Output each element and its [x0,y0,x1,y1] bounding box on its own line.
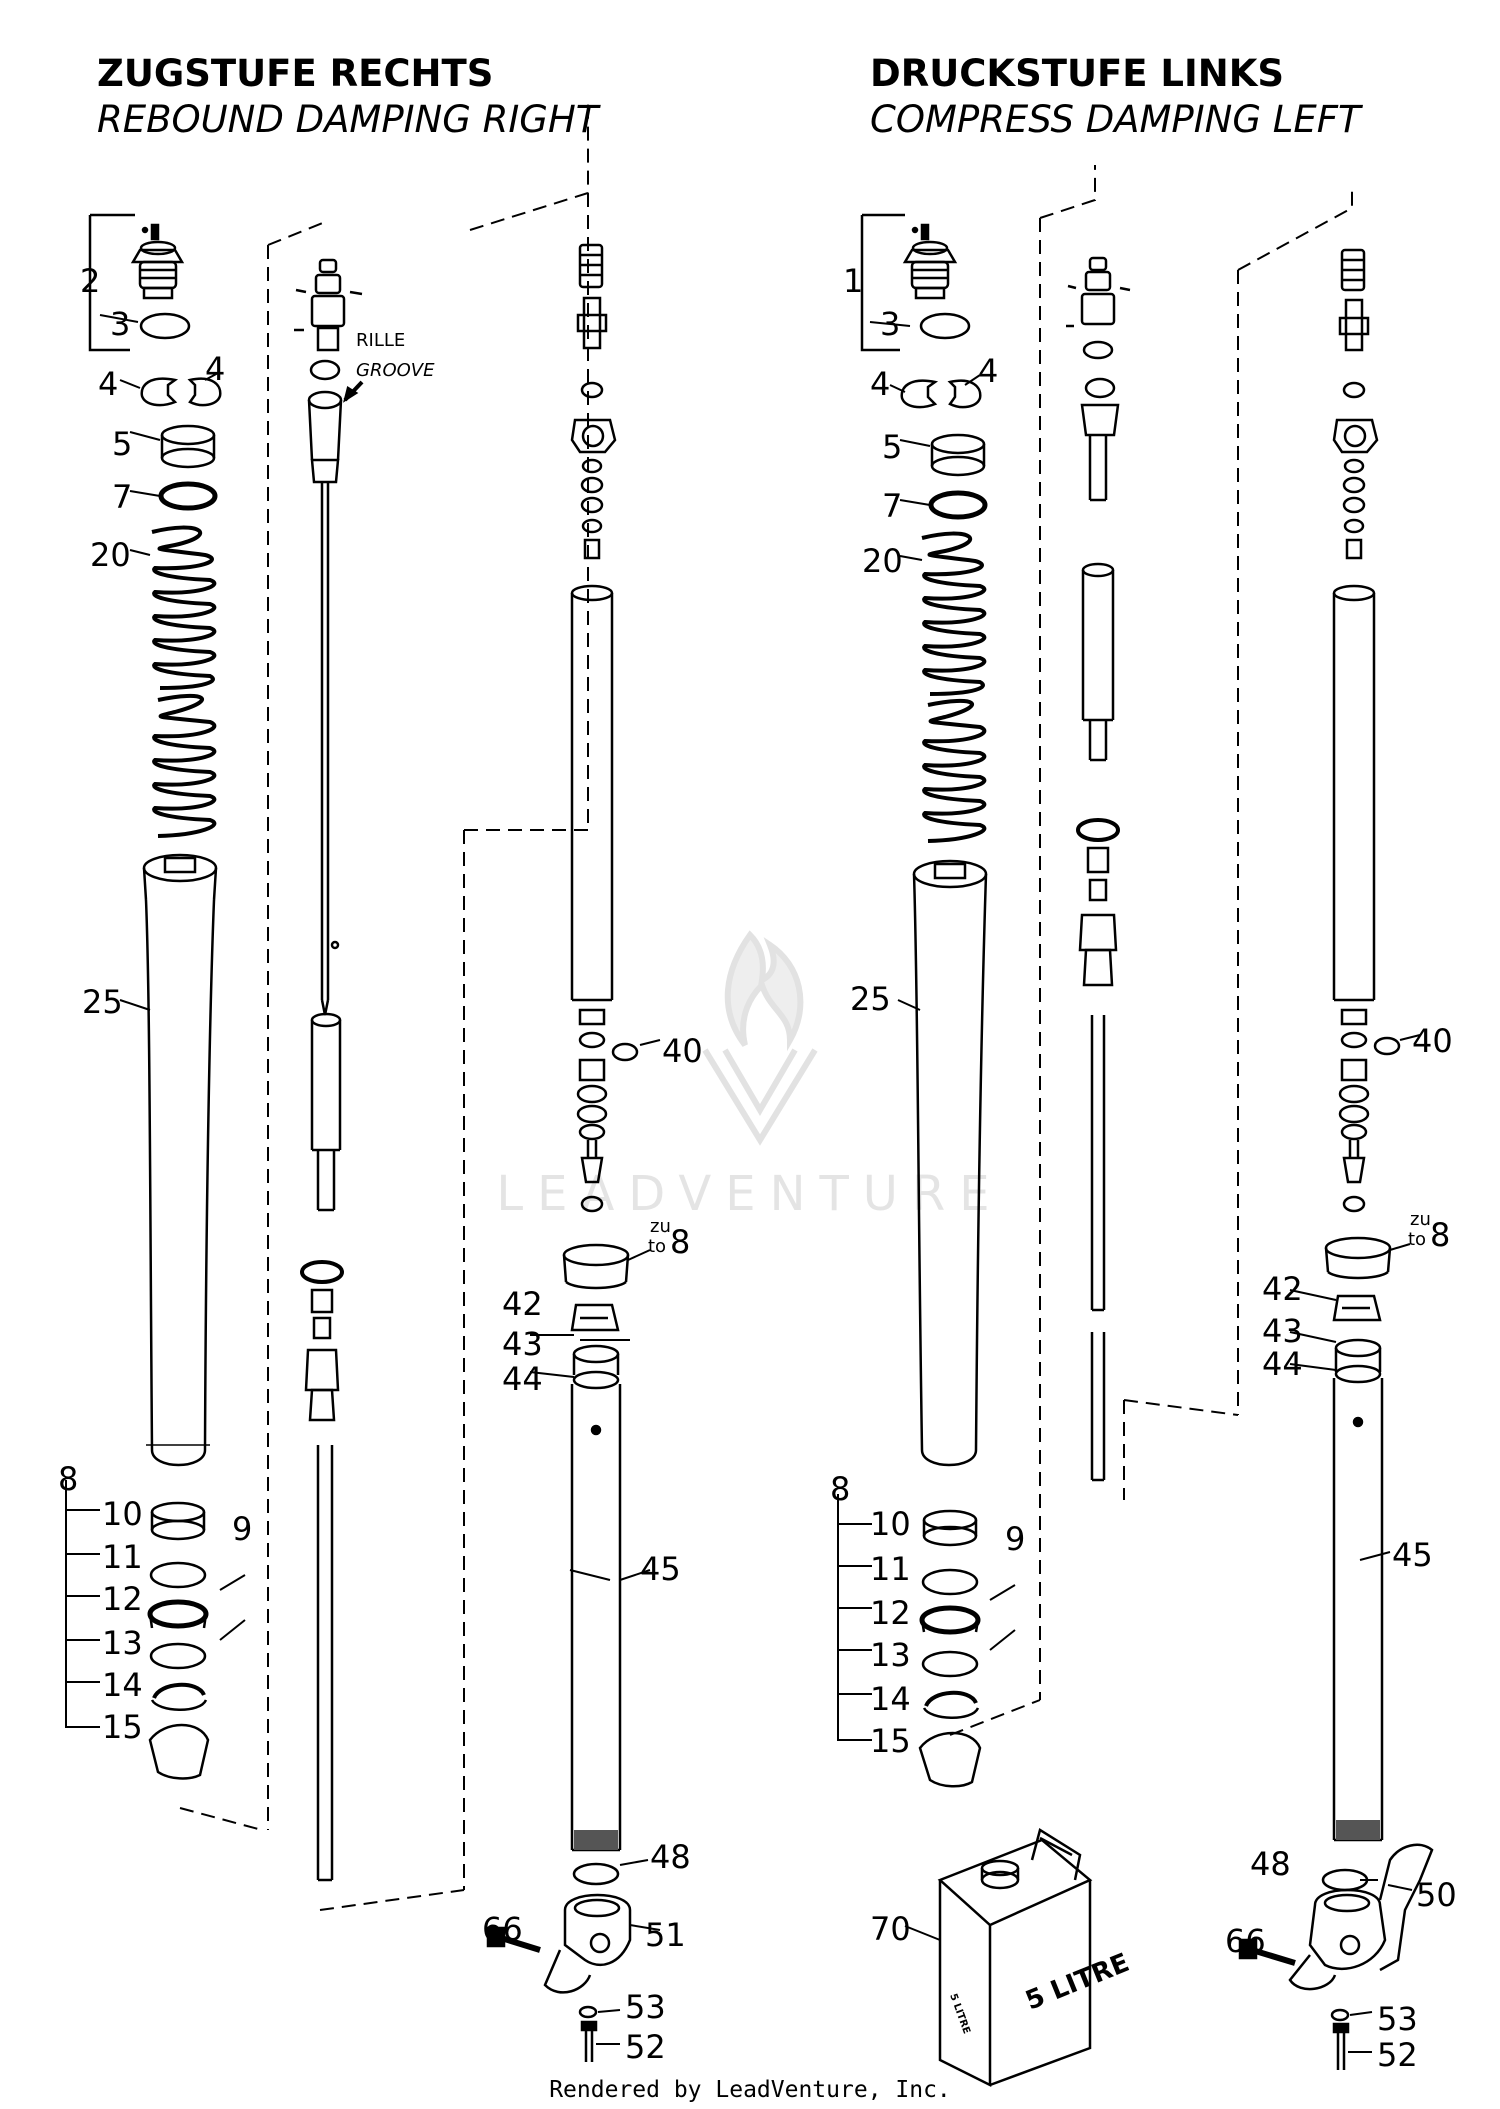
part-label-left-11: 11 [102,1538,143,1576]
part-label-right-53: 53 [1377,2000,1418,2038]
part-label-right-4: 4 [870,365,890,403]
part-label-right-40: 40 [1412,1022,1453,1060]
watermark-logo [702,930,818,1146]
fork-spring-lower [152,693,217,838]
part-label-left-9: 9 [232,1510,252,1548]
part-label-right-7: 7 [882,487,902,525]
watermark-text: LEADVENTURE [496,1166,1003,1222]
half-ring [140,377,179,407]
part-label-left-48: 48 [650,1838,691,1876]
left-assembly: RILLE GROOVE [65,100,661,2062]
title-left-de: ZUGSTUFE RECHTS [97,52,493,95]
bushing-stack [147,1501,210,1780]
part-label-left-8: 8 [58,1460,78,1498]
part-label-left-45: 45 [640,1550,681,1588]
part-label-right-25: 25 [850,980,891,1018]
part-label-right-8: 8 [830,1470,850,1508]
part-label-left-10: 10 [102,1495,143,1533]
oil-can: 5 LITRE 5 LITRE [937,1828,1134,2088]
part-label-right-45: 45 [1392,1536,1433,1574]
half-ring [187,377,222,407]
outer-tube [142,853,218,1467]
title-right-en: COMPRESS DAMPING LEFT [870,98,1363,141]
part-label-left-20: 20 [90,536,131,574]
part-label-left-53: 53 [625,1988,666,2026]
part-label-right-15: 15 [870,1722,911,1760]
part-label-left-42: 42 [502,1285,543,1323]
part-label-right-5: 5 [882,428,902,466]
part-label-right-13: 13 [870,1636,911,1674]
groove-label: GROOVE [356,360,435,381]
zu-target-left: 8 [670,1223,690,1261]
footer-credit: Rendered by LeadVenture, Inc. [549,2077,951,2103]
part-label-right-14: 14 [870,1680,911,1718]
part-label-right-43: 43 [1262,1312,1303,1350]
part-label-left-12: 12 [102,1580,143,1618]
damper-rod-assembly [294,258,363,1882]
part-label-left-25: 25 [82,983,123,1021]
part-label-left-7: 7 [112,478,132,516]
part-label-right-42: 42 [1262,1270,1303,1308]
part-label-right-11: 11 [870,1550,911,1588]
part-label-right-20: 20 [862,542,903,580]
part-label-right-12: 12 [870,1594,911,1632]
part-label-right-4: 4 [978,352,998,390]
right-assembly: 5 LITRE 5 LITRE [837,165,1434,2088]
part-label-left-44: 44 [502,1360,543,1398]
part-label-left-15: 15 [102,1708,143,1746]
part-label-right-66: 66 [1225,1922,1266,1960]
oil-can-small-label: 5 LITRE [947,1992,972,2035]
o-ring [139,312,191,340]
part-label-left-43: 43 [502,1325,543,1363]
zu-target-right: 8 [1430,1216,1450,1254]
part-label-left-52: 52 [625,2028,666,2066]
part-label-right-1: 1 [843,262,863,300]
oil-can-big-label: 5 LITRE [1021,1948,1133,2017]
part-label-left-4: 4 [205,350,225,388]
part-label-left-4: 4 [98,365,118,403]
part-label-left-13: 13 [102,1624,143,1662]
fork-cap [130,223,185,300]
rille-label: RILLE [356,330,405,351]
part-label-right-10: 10 [870,1505,911,1543]
fork-spring-upper [151,525,217,690]
title-right-de: DRUCKSTUFE LINKS [870,52,1284,95]
zu-label-right: zu [1410,1209,1431,1230]
part-label-left-51: 51 [645,1916,686,1954]
part-label-right-44: 44 [1262,1345,1303,1383]
part-label-right-9: 9 [1005,1520,1025,1558]
part-label-left-14: 14 [102,1666,143,1704]
part-label-left-2: 2 [80,262,100,300]
zu-label-left: zu [650,1216,671,1237]
to-label-left: to [648,1236,666,1257]
to-label-right: to [1408,1229,1426,1250]
part-label-right-52: 52 [1377,2036,1418,2074]
part-label-left-66: 66 [482,1910,523,1948]
part-label-left-40: 40 [662,1032,703,1070]
part-label-left-3: 3 [110,305,130,343]
title-left-en: REBOUND DAMPING RIGHT [97,98,601,141]
part-label-left-5: 5 [112,425,132,463]
part-label-right-50: 50 [1416,1876,1457,1914]
part-label-right-3: 3 [880,305,900,343]
part-label-right-48: 48 [1250,1845,1291,1883]
cartridge-assembly [486,243,661,2062]
part-label-right-70: 70 [870,1910,911,1948]
